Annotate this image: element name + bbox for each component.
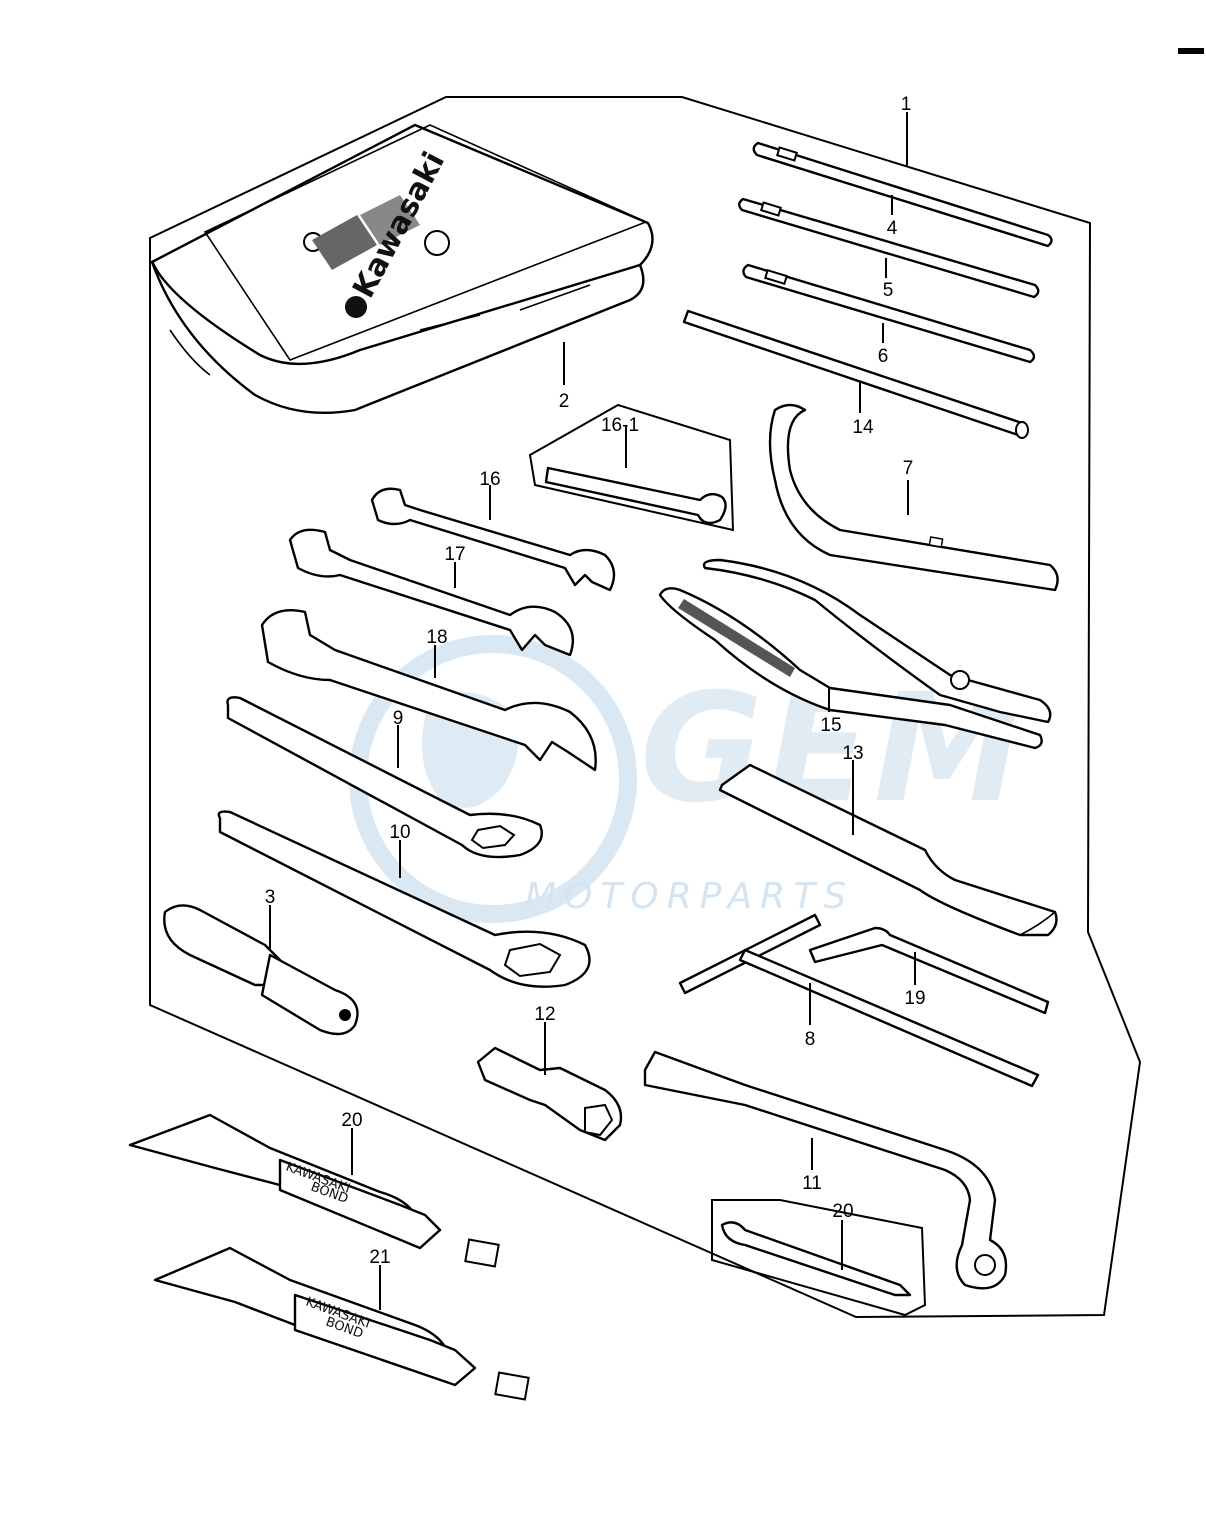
kawasaki-logo-icon [312,215,377,270]
leader-lines [269,112,916,1310]
callout-20-tube: 20 [341,1110,362,1131]
kit-outline [149,96,1142,1319]
small-driver-box [711,1199,927,1317]
callout-6: 6 [878,346,889,367]
hook-spanner [768,403,1059,592]
snap-button-icon [424,230,450,256]
screwdriver-handle [163,904,359,1036]
tool-bag: Kawasaki [150,123,654,415]
callout-19: 19 [904,988,925,1009]
hex-socket-icon [470,824,516,850]
callout-7: 7 [903,458,914,479]
hex-key-19 [808,926,1050,1015]
knurled-grip-icon [678,599,795,677]
callout-16-1: 16-1 [601,415,639,436]
callout-13: 13 [842,743,863,764]
corner-mark [1178,48,1204,54]
callout-2: 2 [559,391,570,412]
callout-9: 9 [393,708,404,729]
callout-14: 14 [852,417,874,438]
box-wrench-10 [217,810,591,988]
screwdriver-handle-bars [682,141,1053,439]
callout-4: 4 [887,218,898,239]
pivot-bolt-icon [950,670,970,690]
slip-joint-pliers [658,558,1052,750]
tire-lever [718,763,1058,937]
callout-8: 8 [805,1029,816,1050]
open-wrench-16 [370,487,616,592]
callout-18: 18 [426,627,447,648]
callout-3: 3 [265,887,276,908]
snap-button-icon [345,296,367,318]
kawasaki-logo-icon [360,195,420,245]
watermark-subtitle: MOTORPARTS [525,876,854,917]
bond-tube-21: KAWASAKI BOND [153,1246,530,1401]
box-wrench-9 [226,696,543,859]
callout-5: 5 [883,280,894,301]
callout-10: 10 [389,822,410,843]
hex-socket-icon [503,942,562,978]
spark-plug-wrench [476,1046,623,1142]
callout-21: 21 [369,1247,390,1268]
open-wrench-17 [288,528,575,657]
callout-1: 1 [901,94,912,115]
offset-ring-wrench [643,1050,1008,1290]
callout-12: 12 [534,1004,555,1025]
callout-15: 15 [820,715,841,736]
callout-11: 11 [802,1173,822,1194]
open-wrench-18 [260,608,597,772]
bond-tube-20: KAWASAKI BOND [128,1113,500,1268]
callout-labels: 1 4 5 6 14 2 16-1 7 16 17 18 15 9 13 10 … [265,94,926,1268]
callout-17: 17 [444,544,465,565]
callout-20-driver: 20 [832,1201,853,1222]
tube-cap-icon [464,1238,500,1268]
t-handle-wrench [678,913,1040,1088]
tube-cap-icon [494,1371,530,1401]
small-wrench-box [528,403,735,532]
callout-16: 16 [479,469,500,490]
